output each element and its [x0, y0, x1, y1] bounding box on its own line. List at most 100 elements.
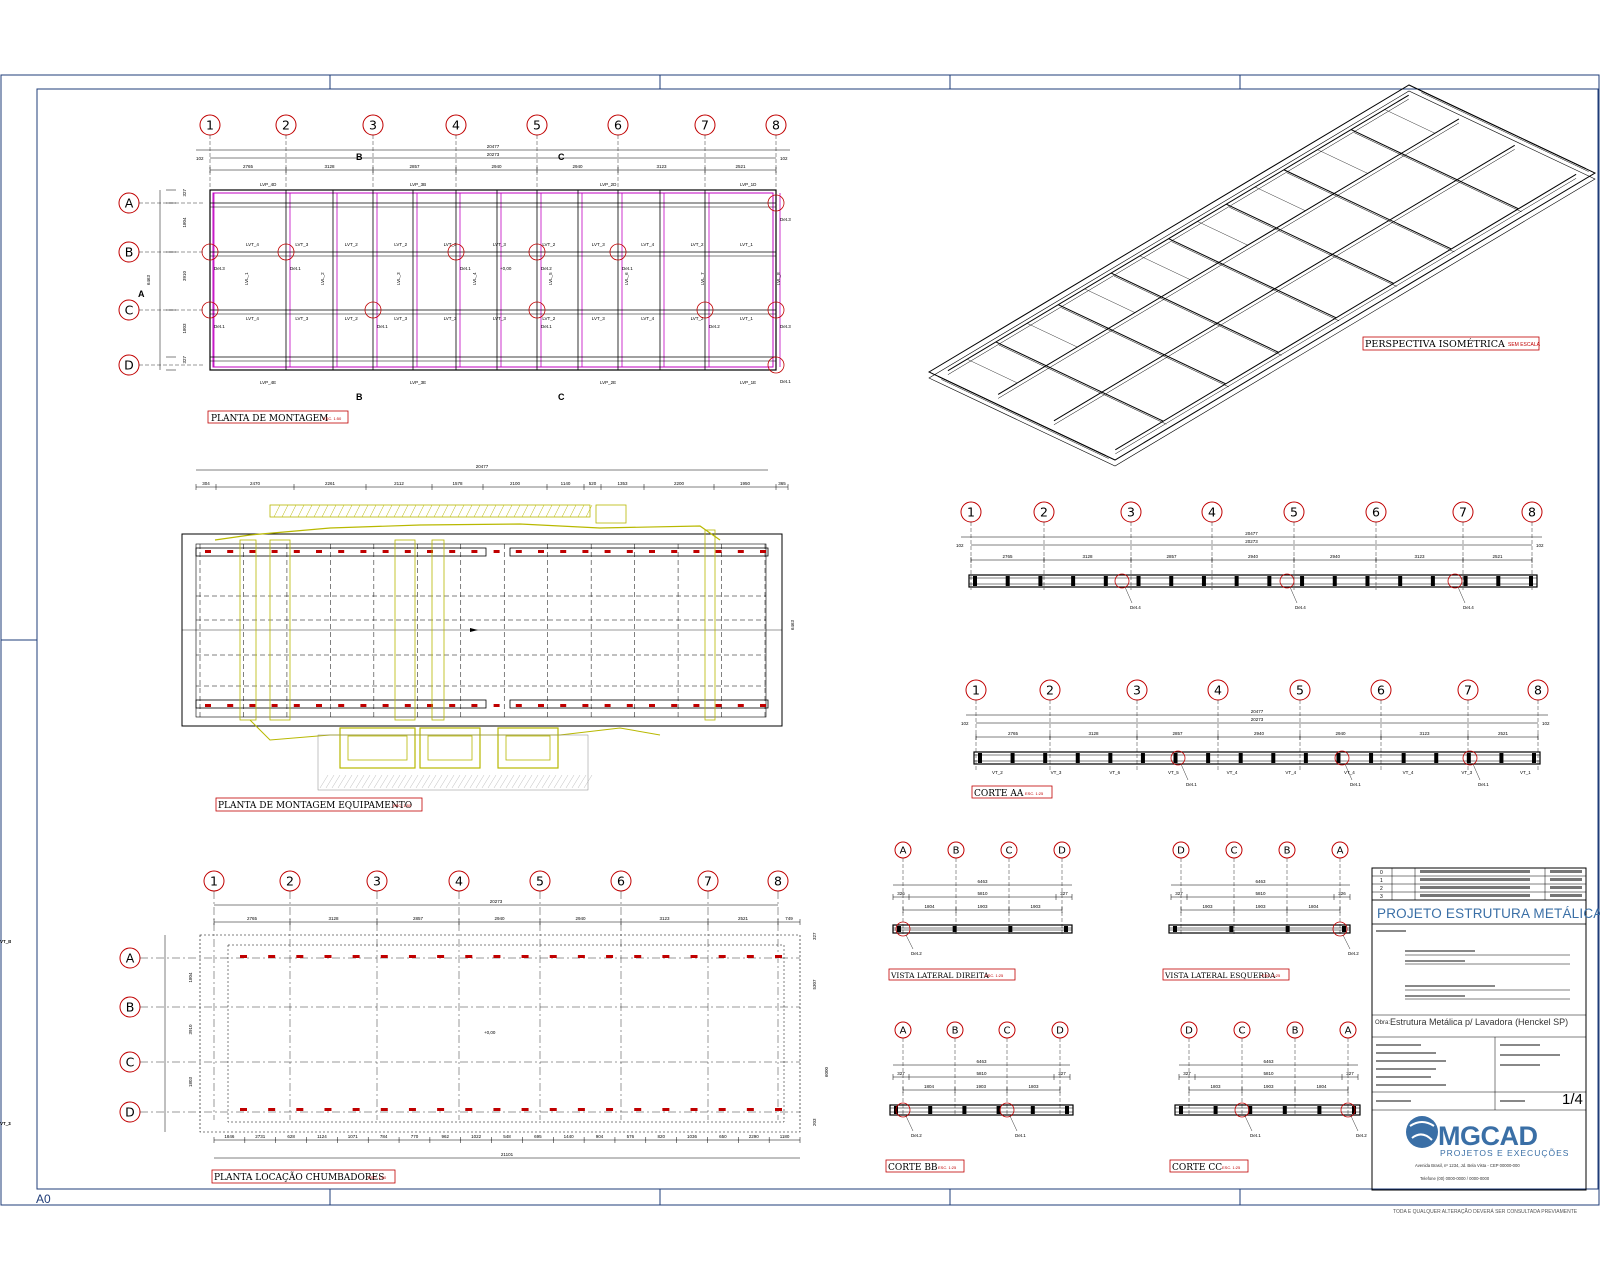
- hatch: [397, 774, 407, 789]
- dim-label: 1180: [780, 1134, 790, 1139]
- beam-label-row-b: LVT_2: [691, 242, 704, 247]
- stiffener: [1169, 576, 1174, 586]
- base-beam: [509, 699, 769, 709]
- grid-bubble-B: B: [1286, 1021, 1304, 1039]
- hatch: [583, 774, 593, 789]
- dim-label: 1804: [1316, 1084, 1327, 1089]
- dim-label: 2940: [1335, 731, 1346, 736]
- leader-line: [905, 1115, 914, 1132]
- right-dim-label: 203: [812, 1118, 817, 1126]
- grid-bubble-4: 4: [1201, 501, 1223, 523]
- grid-bubble-label: 2: [286, 874, 294, 889]
- hatch: [559, 774, 569, 789]
- grid-bubble-col-2: 2: [279, 870, 301, 892]
- iso-member: [1283, 169, 1452, 250]
- beam-label-top: LVP_2D: [600, 182, 617, 187]
- dim-height-label: 6463: [146, 274, 151, 285]
- dim-label: 3123: [1419, 731, 1430, 736]
- anchor-bolt: [404, 704, 411, 707]
- dim-label: 1022: [471, 1134, 482, 1139]
- dim-label: 3123: [656, 164, 667, 169]
- detail-callout: [1170, 750, 1186, 766]
- grid-bubble-label: 8: [1534, 683, 1542, 698]
- anchor-bolt: [577, 955, 585, 958]
- leader-line: [1289, 586, 1298, 604]
- revision-text-bar: [1420, 870, 1530, 873]
- dim-label: 3128: [1082, 554, 1093, 559]
- section-mark-a: A: [138, 289, 145, 299]
- stiffener: [1332, 576, 1337, 586]
- grid-bubble-label: 1: [210, 874, 218, 889]
- base-beam: [195, 547, 487, 557]
- iso-member: [1353, 132, 1522, 213]
- stiffener: [1248, 1106, 1253, 1114]
- dim-label: 1804: [924, 1084, 935, 1089]
- grid-bubble-8: 8: [1527, 679, 1549, 701]
- detail-callout: [1279, 573, 1295, 589]
- stiffener: [1271, 753, 1276, 763]
- dim-label: 1578: [452, 481, 463, 486]
- detail-callout: [1114, 573, 1130, 589]
- title-block-placeholder-line: [1376, 1100, 1411, 1102]
- dim-label: 2731: [255, 1134, 266, 1139]
- view-scale-text: SEM ESCALA: [1508, 342, 1541, 348]
- grid-bubble-label: A: [125, 196, 134, 211]
- hatch: [401, 504, 409, 518]
- logo-globe-icon: [1406, 1116, 1438, 1148]
- hatch: [553, 774, 563, 789]
- dim-label: 2521: [1492, 554, 1503, 559]
- anchor-bolt: [671, 550, 678, 553]
- contact-line-2: Telefone (00) 0000-0000 / 0000-0000: [1420, 1176, 1490, 1181]
- grid-bubble-8: 8: [1521, 501, 1543, 523]
- grid-bubble-label: 5: [1296, 683, 1304, 698]
- anchor-bolt: [338, 704, 345, 707]
- stiffener: [1140, 753, 1145, 763]
- hatch: [553, 504, 561, 518]
- hatch: [441, 504, 449, 518]
- dim-label: 1804: [1308, 904, 1319, 909]
- dim-edge-right: 102: [1536, 543, 1544, 548]
- hatch: [433, 504, 441, 518]
- stiffener: [1136, 576, 1141, 586]
- grid-bubble-D: D: [1053, 841, 1071, 859]
- anchor-bolt: [324, 955, 332, 958]
- hatch: [343, 774, 353, 789]
- dim-label: 2940: [1330, 554, 1341, 559]
- hatch: [521, 504, 529, 518]
- anchor-bolt: [408, 955, 416, 958]
- beam-label: VT_B: [0, 939, 11, 944]
- beam-label-vertical: LVL_4: [472, 272, 477, 285]
- iso-member: [941, 379, 1109, 459]
- anchor-bolt: [515, 550, 522, 553]
- hatch: [425, 504, 433, 518]
- dim-label: 3128: [1088, 731, 1099, 736]
- beam-elevation: [973, 751, 1541, 765]
- dim-overall-label: 20477: [1245, 531, 1258, 536]
- leader-line: [1472, 763, 1481, 781]
- grid-bubble-5: 5: [1283, 501, 1305, 523]
- hatch: [367, 774, 377, 789]
- anchor-bolt: [715, 704, 722, 707]
- dim-label: 3128: [324, 164, 335, 169]
- stiffener: [897, 926, 901, 932]
- stiffener: [1005, 576, 1010, 586]
- beam-label-row-c: LVT_2: [542, 316, 555, 321]
- sheet-number: 1/4: [1562, 1091, 1583, 1108]
- detail-callout: [201, 301, 219, 319]
- beam-label-row-c: LVT_3: [592, 316, 605, 321]
- hatch: [409, 504, 417, 518]
- row-dim-label: 3910: [182, 270, 187, 281]
- iso-member: [1226, 203, 1394, 284]
- project-title: PROJETO ESTRUTURA METÁLICA: [1377, 906, 1600, 921]
- dim-label: 2857: [409, 164, 420, 169]
- stiffener: [1496, 576, 1501, 586]
- anchor-bolt: [240, 1108, 247, 1111]
- beam-label-bottom: LVP_3E: [410, 380, 426, 385]
- dim-label: 820: [657, 1134, 665, 1139]
- detail-label: Det.2: [541, 266, 552, 271]
- grid-bubble-label: A: [1337, 846, 1344, 857]
- anchor-bolt: [582, 704, 589, 707]
